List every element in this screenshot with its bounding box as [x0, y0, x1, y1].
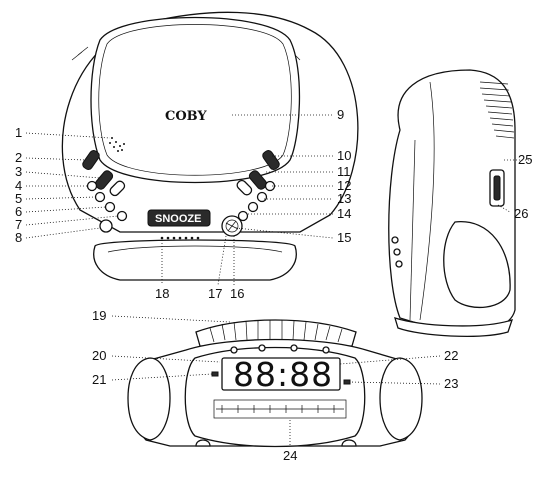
display-digits: 88:88	[233, 355, 333, 394]
side-view-unit	[388, 69, 516, 338]
callout-12: 12	[337, 178, 351, 193]
callout-25: 25	[518, 152, 532, 167]
right-key-3[interactable]	[236, 179, 254, 197]
right-knob-3[interactable]	[247, 201, 259, 213]
callout-2: 2	[15, 150, 22, 165]
callout-3: 3	[15, 164, 22, 179]
callout-13: 13	[337, 191, 351, 206]
callout-7: 7	[15, 217, 22, 232]
right-knob-4[interactable]	[237, 210, 249, 222]
left-knob-2[interactable]	[94, 191, 106, 203]
callout-14: 14	[337, 206, 351, 221]
callout-6: 6	[15, 204, 22, 219]
left-knob-3[interactable]	[104, 201, 116, 213]
top-view-unit: COBY	[61, 11, 359, 281]
callout-21: 21	[92, 372, 106, 387]
right-key-1[interactable]	[261, 149, 281, 171]
callout-24: 24	[283, 448, 297, 463]
leader-lines	[25, 114, 532, 446]
callout-1: 1	[15, 125, 22, 140]
callout-10: 10	[337, 148, 351, 163]
left-key-2[interactable]	[94, 169, 115, 191]
right-speaker	[379, 357, 423, 441]
left-button-cluster	[81, 149, 128, 233]
face-button-4[interactable]	[322, 346, 330, 354]
callout-23: 23	[444, 376, 458, 391]
callout-17: 17	[208, 286, 222, 301]
callout-15: 15	[337, 230, 351, 245]
right-knob-2[interactable]	[256, 191, 268, 203]
side-vent	[479, 81, 515, 139]
callout-22: 22	[444, 348, 458, 363]
speaker-grille	[109, 137, 125, 152]
right-key-2[interactable]	[248, 169, 269, 191]
callout-18: 18	[155, 286, 169, 301]
callout-11: 11	[337, 164, 351, 179]
left-speaker	[127, 357, 171, 441]
left-knob-1[interactable]	[86, 180, 98, 192]
alarm-indicator-left	[211, 371, 219, 377]
callout-9: 9	[337, 107, 344, 122]
right-knob-1[interactable]	[264, 180, 276, 192]
callout-4: 4	[15, 178, 22, 193]
snooze-label: SNOOZE	[155, 213, 201, 225]
callout-16: 16	[230, 286, 244, 301]
alarm-indicator-right	[343, 379, 351, 385]
lcd-display	[221, 357, 341, 391]
face-button-3[interactable]	[290, 344, 298, 352]
snooze-bar[interactable]: SNOOZE	[147, 209, 211, 240]
left-knob-5[interactable]	[99, 219, 113, 233]
front-view-unit: 88:88	[127, 319, 423, 448]
callout-26: 26	[514, 206, 528, 221]
callout-19: 19	[92, 308, 106, 323]
left-knob-4[interactable]	[116, 210, 128, 222]
callout-8: 8	[15, 230, 22, 245]
face-button-2[interactable]	[258, 344, 266, 352]
callout-labels: 1 2 3 4 5 6 7 8 9 10 11 12 13 14 15 16 1…	[15, 107, 532, 463]
tuning-scale	[213, 399, 347, 419]
face-button-1[interactable]	[230, 346, 238, 354]
left-key-3[interactable]	[109, 180, 127, 198]
left-key-1[interactable]	[81, 149, 101, 171]
callout-5: 5	[15, 191, 22, 206]
callout-20: 20	[92, 348, 106, 363]
brand-logo: COBY	[165, 109, 207, 124]
side-jack[interactable]	[493, 175, 501, 201]
